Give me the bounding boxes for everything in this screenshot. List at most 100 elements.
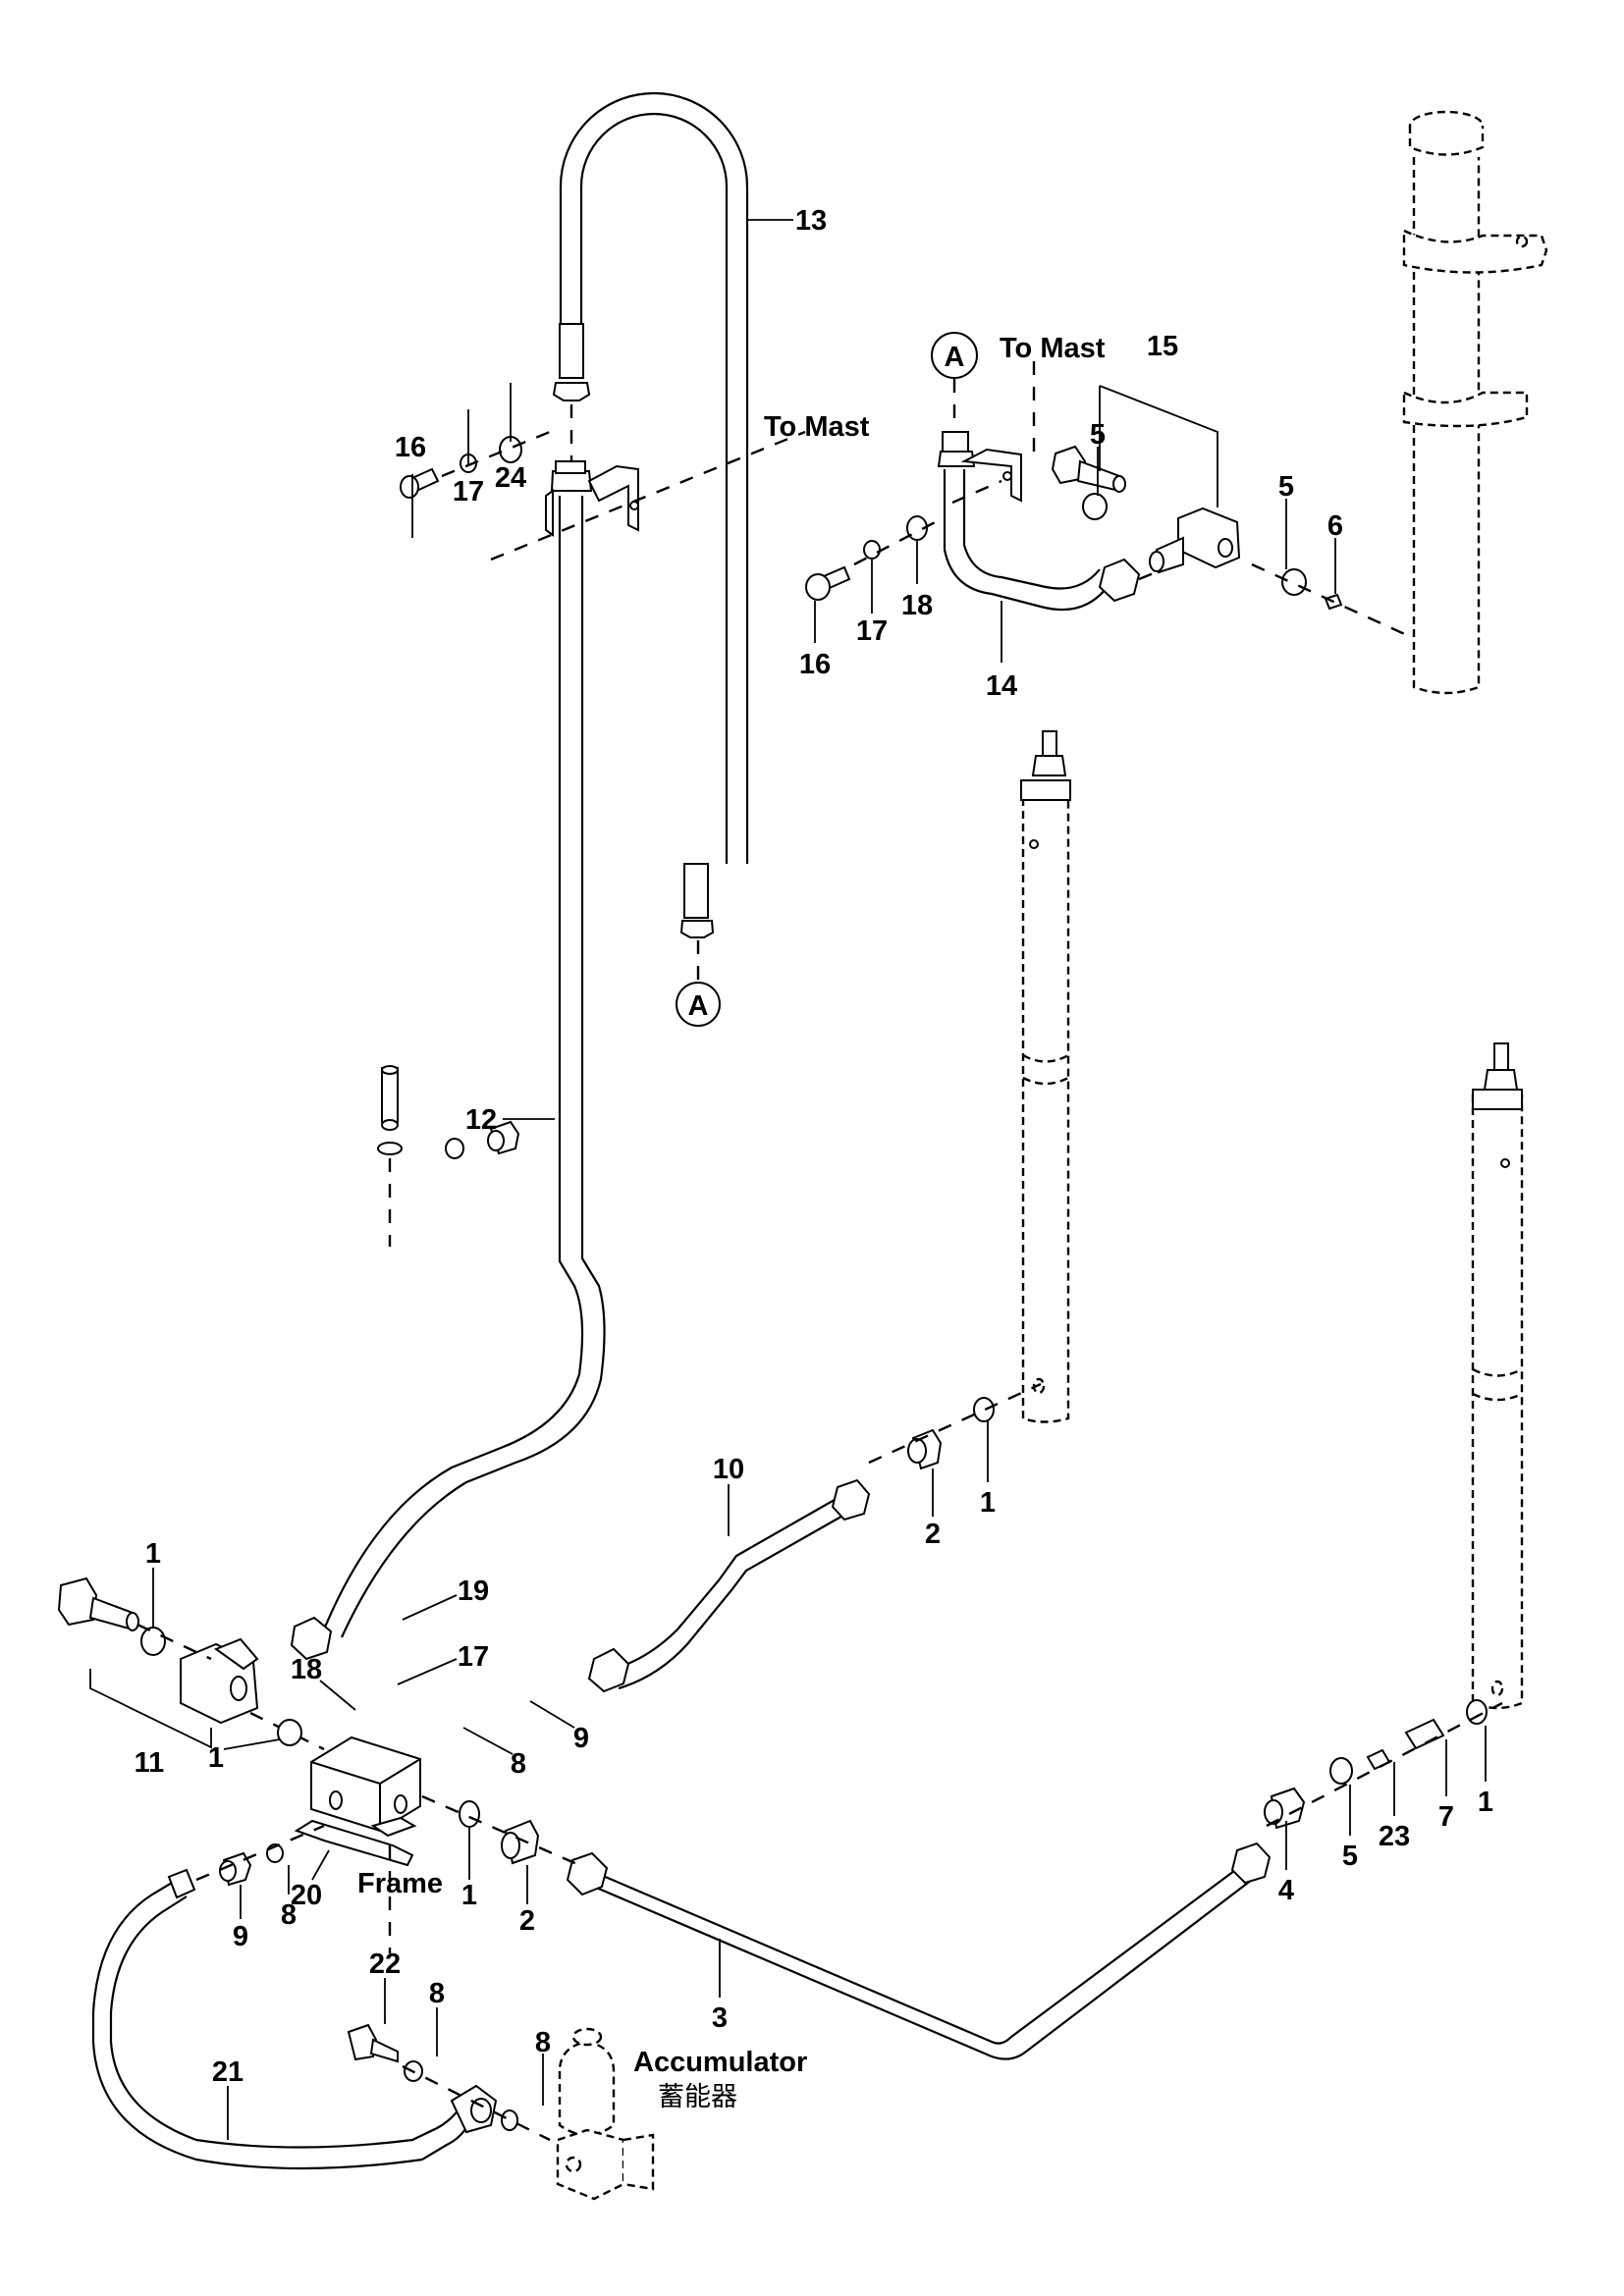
leader-dash [402,2064,551,2142]
pipe-14 [937,431,1141,612]
pipe-10 [587,1478,871,1693]
callout-24: 24 [495,462,526,494]
pipe-3 [566,1842,1272,2060]
frame-label: Frame [357,1868,443,1899]
to-mast-label-right: To Mast [1000,333,1106,364]
ref-a-label: A [688,990,709,1022]
banjo-bolt-22 [347,2023,399,2063]
fitting-2-upper [907,1428,943,1470]
washer-1-lower [459,1800,480,1828]
lift-cylinder-right [1471,1042,1524,1710]
callout-20: 20 [291,1880,322,1911]
banjo-bolt-11 [57,1576,139,1631]
fitting-9-mid [487,1120,520,1155]
callout-8: 8 [429,1978,445,2009]
leader-dash [1251,562,1410,638]
callout-14: 14 [986,670,1017,702]
callout-1: 1 [145,1538,161,1570]
washer-1-mid [277,1719,302,1746]
reference-circle-a-bottom: A [676,982,721,1027]
callout-9: 9 [573,1723,589,1754]
callout-10: 10 [713,1454,744,1485]
pipe-12-nut [290,1616,333,1661]
leader-dash [195,1824,325,1882]
callout-15: 15 [1147,331,1178,362]
lift-cylinder-middle [1020,730,1071,1423]
pipe-12 [322,460,639,1638]
washer-1-left [140,1627,166,1656]
callout-7: 7 [1438,1801,1454,1833]
callout-21: 21 [212,2056,244,2088]
fitting-2-lower [501,1819,540,1865]
ref-a-label: A [945,342,965,373]
callout-6: 6 [1327,510,1343,542]
washer-5-lower [1329,1757,1353,1785]
callout-18: 18 [901,590,933,621]
leader-dash [951,479,1002,505]
leader-bracket-11 [89,1669,212,1749]
leader-dash [441,430,551,478]
callout-17: 17 [856,615,888,647]
leader-dash [249,1711,325,1751]
accumulator-label: Accumulator [633,2047,807,2078]
callout-5: 5 [1090,419,1106,451]
washer-1-upper [973,1397,995,1422]
bolt-16-right [805,565,851,601]
banjo-fitting-11 [180,1637,259,1725]
fitting-15 [1051,445,1241,574]
callout-5: 5 [1278,471,1294,503]
callout-8: 8 [535,2027,551,2058]
bolt-16-upper [400,467,440,499]
callout-16: 16 [799,649,831,680]
callout-18: 18 [291,1654,322,1685]
callout-1: 1 [1478,1787,1493,1818]
plug-23 [1366,1748,1391,1771]
leader-bracket-15 [1099,385,1218,507]
callout-4: 4 [1278,1875,1294,1906]
to-mast-label-upper: To Mast [764,411,870,443]
leader-dash [1138,567,1164,581]
washer-8-accumulator [501,2109,518,2131]
callout-17: 17 [458,1641,489,1673]
callout-13: 13 [795,205,827,237]
washer-1-right [1466,1699,1488,1725]
washer-8-mid [445,1138,464,1159]
callout-11: 11 [135,1747,165,1779]
hose-21 [91,1868,498,2170]
accumulator-label-zh: 蓄能器 [658,2082,737,2112]
callout-16: 16 [395,432,426,463]
callout-1: 1 [980,1487,996,1519]
accumulator [556,2027,655,2201]
hose-13 [552,91,749,938]
callout-8: 8 [511,1748,526,1780]
leader-dash [1266,1701,1503,1828]
callouts: 13 16 17 24 15 5 5 6 16 17 18 14 12 [135,205,1493,2140]
washer-5-right [1281,568,1307,596]
adapter-7 [1404,1718,1445,1750]
callout-1: 1 [461,1880,477,1911]
manifold-block-20 [294,1735,421,1867]
callout-23: 23 [1379,1821,1410,1852]
callout-3: 3 [712,2002,728,2034]
leader-dash [136,1623,212,1661]
callout-8: 8 [281,1899,297,1931]
mast-cylinder [1402,110,1548,695]
callout-12: 12 [465,1104,497,1136]
washer-17-mid [381,1119,399,1131]
callout-9: 9 [233,1921,248,1952]
leader-dash [853,516,944,566]
leader-dash-to-mast [490,430,806,561]
callout-1: 1 [208,1742,224,1774]
callout-17: 17 [453,476,484,507]
leader-dash [868,1382,1042,1465]
washer-17-right [863,540,881,560]
callout-19: 19 [458,1575,489,1607]
fitting-9-lower [219,1851,252,1887]
screw-19 [381,1065,399,1123]
callout-2: 2 [925,1519,941,1550]
callout-2: 2 [519,1905,535,1937]
leader-dash [421,1794,580,1867]
callout-22: 22 [369,1949,401,1980]
washer-18-mid [377,1142,403,1155]
